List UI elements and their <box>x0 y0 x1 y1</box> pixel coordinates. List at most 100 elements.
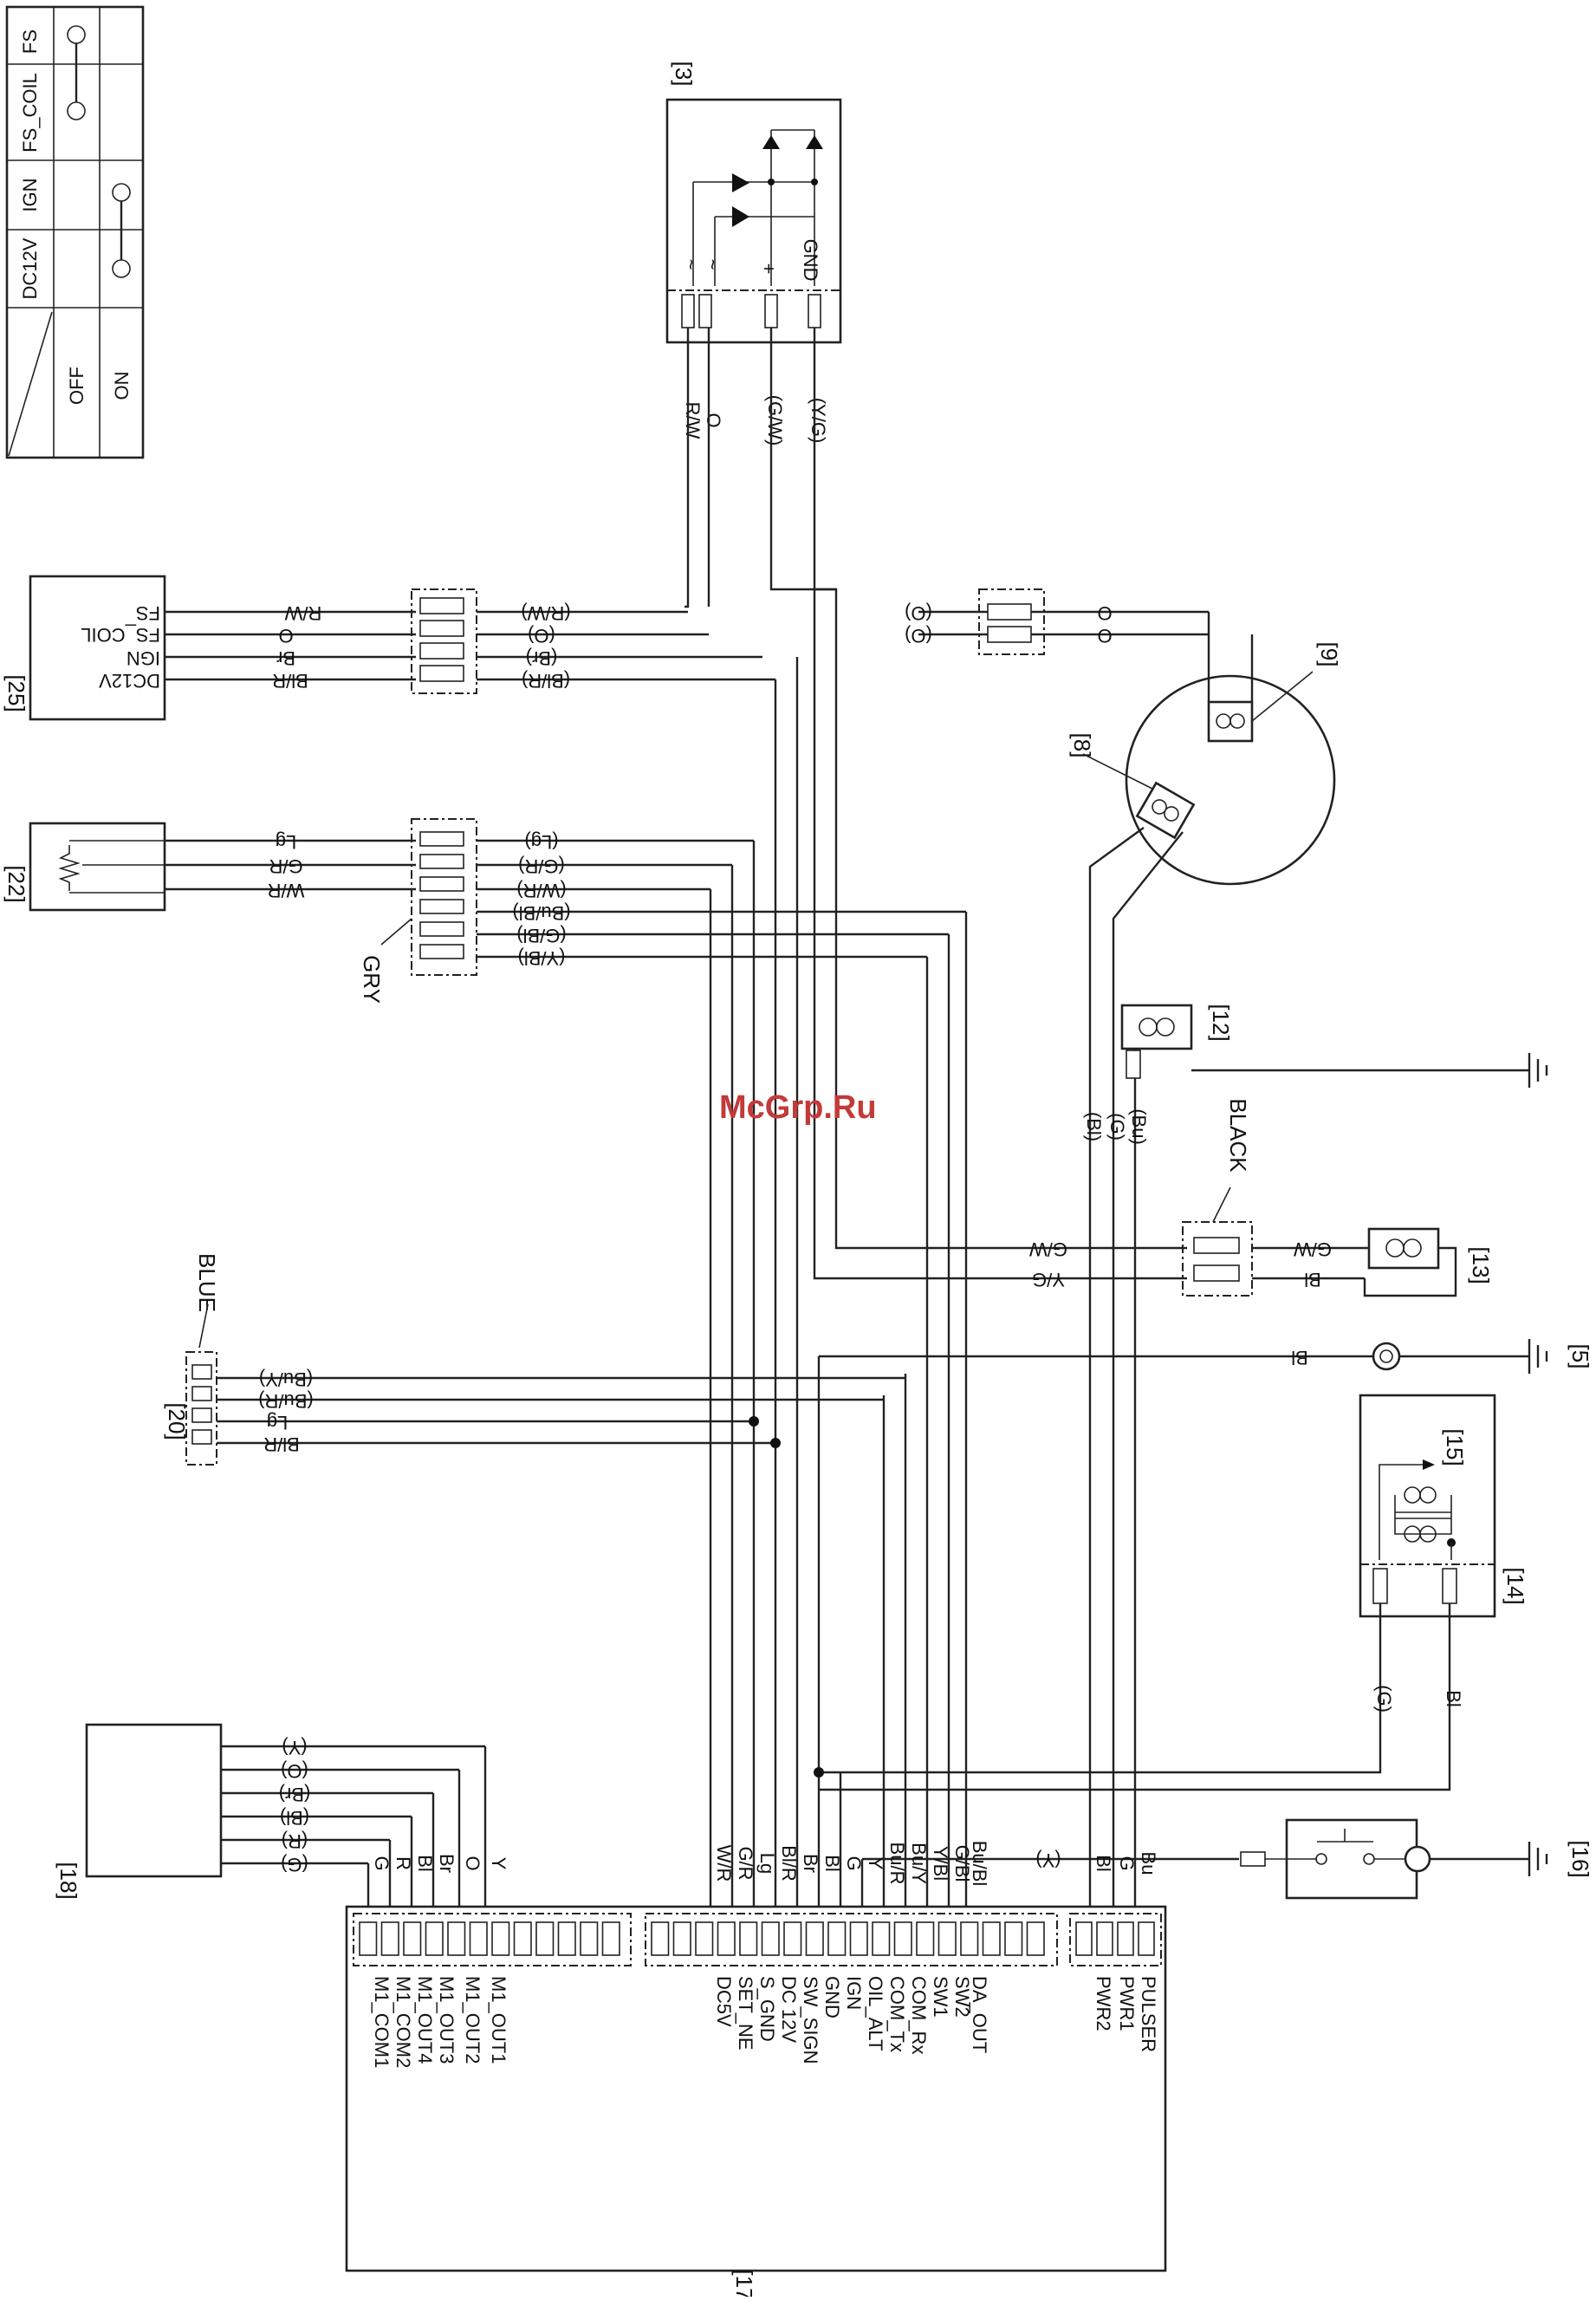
pulser-coil-ref: [8] <box>1069 733 1095 758</box>
blue-connector-body <box>185 1351 217 1466</box>
charging-wire-o-2: (O) <box>905 625 932 647</box>
ecu-group1-wire-label: G <box>371 1856 393 1870</box>
ecu-group2-wire-label: Y/Bl <box>930 1846 951 1881</box>
gry-harness-gr: (G/R) <box>518 855 565 877</box>
resistor-icon <box>58 845 81 891</box>
ignition-pin-ign: IGN <box>127 647 160 669</box>
ecu-group2-wire-label: Bu/Y <box>908 1843 930 1884</box>
relay-wire-bl: Bl <box>1443 1690 1464 1707</box>
ground-5-ref: [5] <box>1567 1344 1593 1369</box>
regulator-terminal-ac2: ~ <box>702 259 723 270</box>
charging-wire-o-4: O <box>1097 625 1112 647</box>
ground-5-wire: Bl <box>1291 1347 1308 1368</box>
charging-wire-o-3: O <box>1097 602 1112 624</box>
ground-terminal-icon <box>1372 1342 1401 1371</box>
solenoid-harness-gw: G/W <box>1029 1238 1067 1260</box>
ecu-pin <box>580 1921 599 1956</box>
ecu-pin <box>739 1921 758 1956</box>
ecu-pin <box>982 1921 1001 1956</box>
ecu-group1-wire-label: R <box>393 1856 414 1870</box>
diode-3-icon <box>762 135 780 149</box>
ecu-group1-pin-label: M1_COM1 <box>371 1976 393 2068</box>
ecu-pin <box>359 1921 378 1956</box>
ecu-pin <box>695 1921 714 1956</box>
regulator-rectifier: [3] ~ ~ + GND R/W O (G/W) (Y/G) <box>665 62 842 445</box>
black-connector-label: BLACK <box>1225 1098 1251 1173</box>
regulator-terminal-plus: + <box>758 263 780 275</box>
fuel-cut-solenoid-13: BLACK [13] G/W Y/G G/W Bl <box>1029 1098 1494 1297</box>
regulator-wire-yg: (Y/G) <box>808 398 829 444</box>
gry-harness-gbl: (G/Bl) <box>516 925 566 946</box>
meter-18-ref: [18] <box>55 1862 81 1899</box>
ecu-pin <box>872 1921 891 1956</box>
ecu-group2-wire-label: W/R <box>713 1845 735 1882</box>
ecu-group2-pin-label: COM_Rx <box>908 1976 930 2054</box>
blue-harness-buy: (Bu/Y) <box>259 1368 313 1390</box>
throttle-wire-lg: Lg <box>276 831 296 853</box>
meter-wire-r: (R) <box>282 1830 308 1852</box>
neutral-sensor-12: [12] <box>1120 1004 1548 1088</box>
diode-2-icon <box>732 206 749 227</box>
oil-switch-ref: [16] <box>1567 1840 1593 1877</box>
throttle-wire-gr: G/R <box>269 855 302 877</box>
ecu-group1-pin-label: M1_OUT2 <box>462 1976 483 2064</box>
gry-harness-ybl: (Y/Bl) <box>518 947 566 969</box>
ign-wire-rw: R/W <box>284 602 321 624</box>
diode-1-icon <box>732 173 749 192</box>
blue-harness-lg: Lg <box>267 1412 288 1433</box>
ecu-group2-wire-label: Bu/R <box>886 1843 908 1885</box>
ecu-group2-pin-label: COM_Tx <box>886 1976 908 2052</box>
ignition-switch-box <box>29 575 166 721</box>
ecu-pin <box>960 1921 979 1956</box>
watermark: McGrp.Ru <box>719 1089 877 1126</box>
ecu-group1-pin-label: M1_COM2 <box>393 1976 414 2068</box>
ign-harness-o: (O) <box>528 625 555 647</box>
meter-wire-g: (G) <box>281 1854 308 1875</box>
ecu-pin <box>761 1921 780 1956</box>
ecu-group1-pin-label: M1_OUT3 <box>436 1976 457 2064</box>
switch-off-fs-coil-terminal <box>67 101 86 120</box>
meter-wire-o: (O) <box>281 1760 308 1782</box>
oil-switch-terminal-icon <box>1404 1845 1431 1873</box>
ecu-pin <box>403 1921 422 1956</box>
alternator: [9] [8] <box>1069 642 1342 886</box>
meter-wire-br: (Br) <box>279 1784 311 1805</box>
switch-table: FS FS_COIL IGN DC12V OFF ON <box>5 5 145 459</box>
ecu-group2-wire-label: Bl/R <box>778 1845 800 1882</box>
switch-off-fs-terminal <box>67 25 86 44</box>
throttle-wire-wr: W/R <box>268 880 305 901</box>
relay-14-ref: [14] <box>1502 1567 1528 1604</box>
ecu-pin <box>535 1921 555 1956</box>
ground-point-5: Bl [5] <box>819 1339 1593 1374</box>
ign-wire-blr: Bl/R <box>272 670 308 692</box>
diode-4-icon <box>806 135 823 149</box>
ecu-group2-wire-label: G/Bl <box>951 1845 973 1882</box>
ecu-group2-pin-label: DC5V <box>713 1976 735 2027</box>
ignition-pin-fs: FS <box>136 602 160 624</box>
ecu-pin <box>557 1921 576 1956</box>
sensor-12-box <box>1120 1004 1193 1050</box>
sensor-12-ref: [12] <box>1208 1004 1234 1041</box>
ecu-pin <box>447 1921 466 1956</box>
ecu-group2-pin-label: GND <box>821 1976 843 2018</box>
ecu-17: [17] <box>345 1905 1167 2301</box>
ignition-switch: [25] FS FS_COIL IGN DC12V <box>3 575 166 721</box>
ign-harness-blr: (Bl/R) <box>522 670 570 692</box>
ecu-group2-wire-label: G <box>843 1856 865 1870</box>
pulser-wire-bl: (Bl) <box>1083 1112 1105 1141</box>
relay-wire-g: (G) <box>1373 1685 1395 1713</box>
relay-14: [15] [14] (G) Bl <box>814 1394 1528 1791</box>
solenoid-wire-bl: Bl <box>1304 1269 1321 1290</box>
blue-harness-bur: (Bu/R) <box>258 1390 314 1412</box>
ecu-group2-pin-label: SET_NE <box>735 1976 756 2051</box>
ign-harness-br: (Br) <box>526 647 558 669</box>
ecu-group2-wire-label: G/R <box>735 1846 756 1880</box>
throttle-sensor: [22] <box>3 822 166 912</box>
ecu-pin <box>827 1921 847 1956</box>
charging-wire-o-1: (O) <box>905 602 932 624</box>
ecu-group3-pin-label: PULSER <box>1138 1976 1159 2052</box>
gry-harness-lg: (Lg) <box>524 831 558 853</box>
ecu-group2-wire-label: Lg <box>756 1853 778 1874</box>
pulser-wire-g: (G) <box>1106 1113 1128 1141</box>
